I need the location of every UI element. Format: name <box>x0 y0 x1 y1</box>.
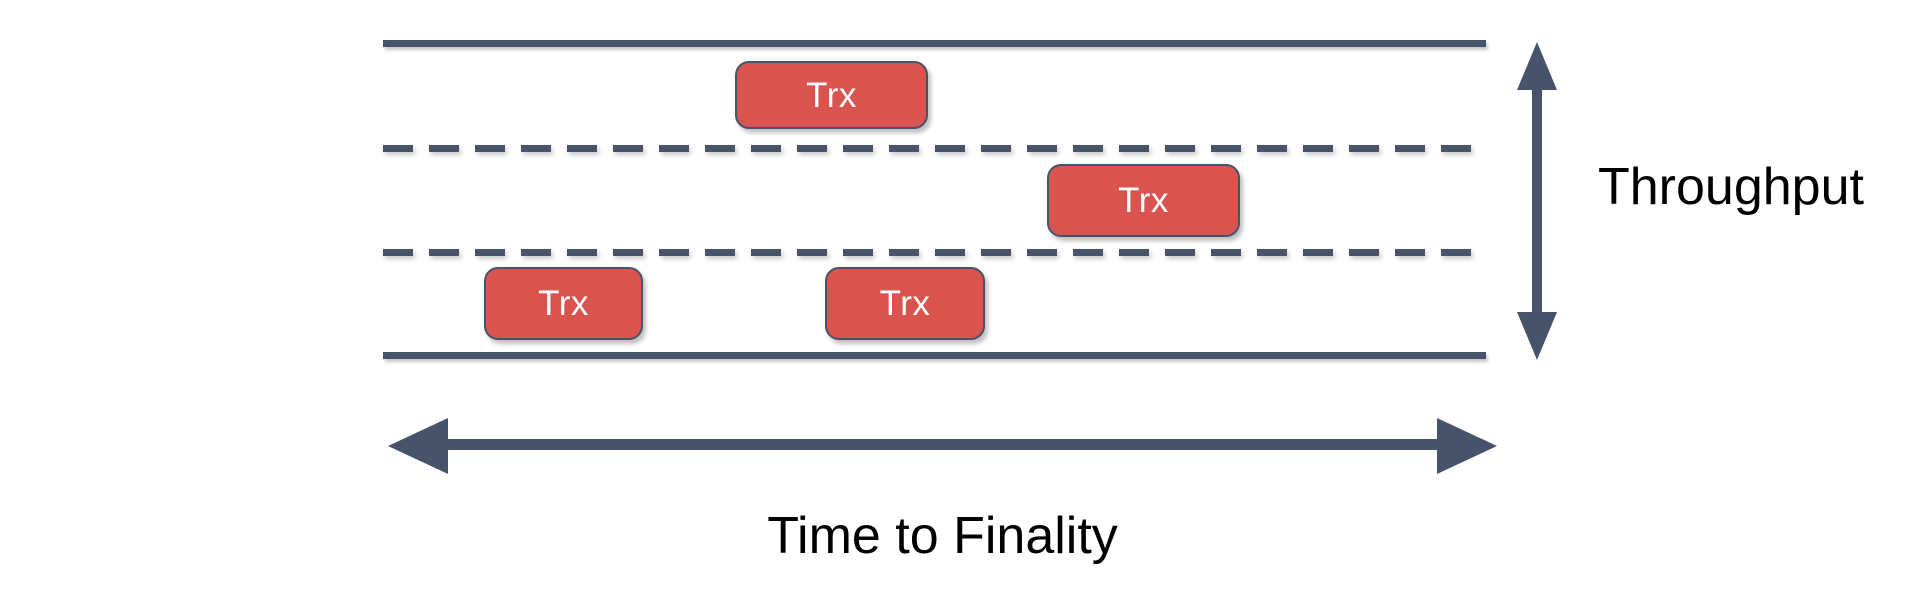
transaction-block-4[interactable]: Trx <box>825 267 985 340</box>
time-to-finality-axis-label-text: Time to Finality <box>767 507 1118 565</box>
transaction-block-label: Trx <box>538 284 589 323</box>
arrow-head-up-icon <box>1517 42 1557 90</box>
time-to-finality-axis-label: Time to Finality <box>0 510 1885 562</box>
arrow-head-left-icon <box>388 418 448 474</box>
lane-line-bottom-solid <box>383 352 1486 359</box>
arrow-shaft <box>444 439 1438 450</box>
transaction-block-label: Trx <box>1118 181 1169 220</box>
lane-line-divider-1-dashed <box>383 145 1486 152</box>
transaction-block-label: Trx <box>879 284 931 323</box>
time-to-finality-axis-arrow <box>380 410 1505 482</box>
transaction-block-3[interactable]: Trx <box>484 267 643 340</box>
transaction-block-label: Trx <box>806 75 857 115</box>
lane-line-top-solid <box>383 40 1486 47</box>
lane-line-divider-2-dashed <box>383 249 1486 256</box>
arrow-head-down-icon <box>1517 312 1557 360</box>
arrow-shaft <box>1532 88 1542 314</box>
throughput-axis-label: Throughput <box>1598 158 1864 216</box>
transaction-block-2[interactable]: Trx <box>1047 164 1240 237</box>
throughput-axis-arrow <box>1505 40 1575 362</box>
arrow-head-right-icon <box>1437 418 1497 474</box>
transaction-block-1[interactable]: Trx <box>735 61 928 129</box>
